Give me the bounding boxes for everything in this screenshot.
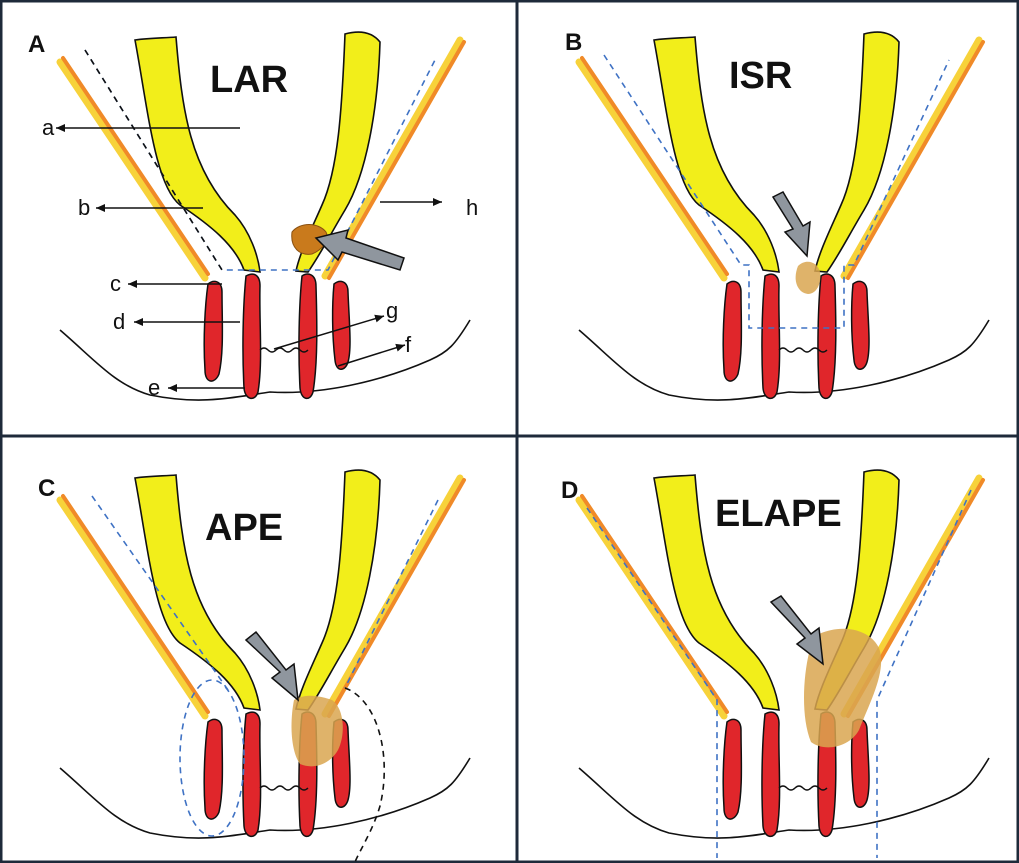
label-g: g	[386, 298, 398, 323]
label-d: d	[113, 309, 125, 334]
tumor	[796, 262, 821, 294]
label-a: a	[42, 115, 55, 140]
panel-letter-d: D	[561, 477, 578, 504]
label-e: e	[148, 375, 160, 400]
panel-letter-a: A	[28, 31, 45, 58]
panel-letter-c: C	[38, 475, 55, 502]
label-c: c	[110, 271, 121, 296]
panel-letter-b: B	[565, 29, 582, 56]
panel-title-isr: ISR	[729, 55, 792, 97]
panel-title-elape: ELAPE	[715, 493, 842, 535]
panel-title-lar: LAR	[210, 59, 288, 101]
panel-title-ape: APE	[205, 507, 283, 549]
label-f: f	[405, 332, 412, 357]
label-b: b	[78, 195, 90, 220]
label-h: h	[466, 195, 478, 220]
